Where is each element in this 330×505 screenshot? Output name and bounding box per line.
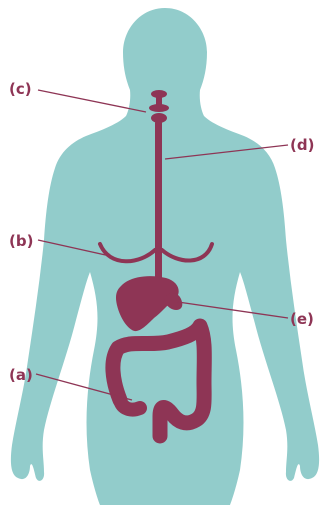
label-d: (d) <box>290 136 314 154</box>
label-a: (a) <box>9 366 33 384</box>
leader-line-c <box>38 90 146 112</box>
label-b: (b) <box>9 232 33 250</box>
label-e: (e) <box>290 310 314 328</box>
oesophagus-organ <box>155 120 162 282</box>
larynx-organ <box>149 104 169 112</box>
label-c: (c) <box>9 80 32 98</box>
